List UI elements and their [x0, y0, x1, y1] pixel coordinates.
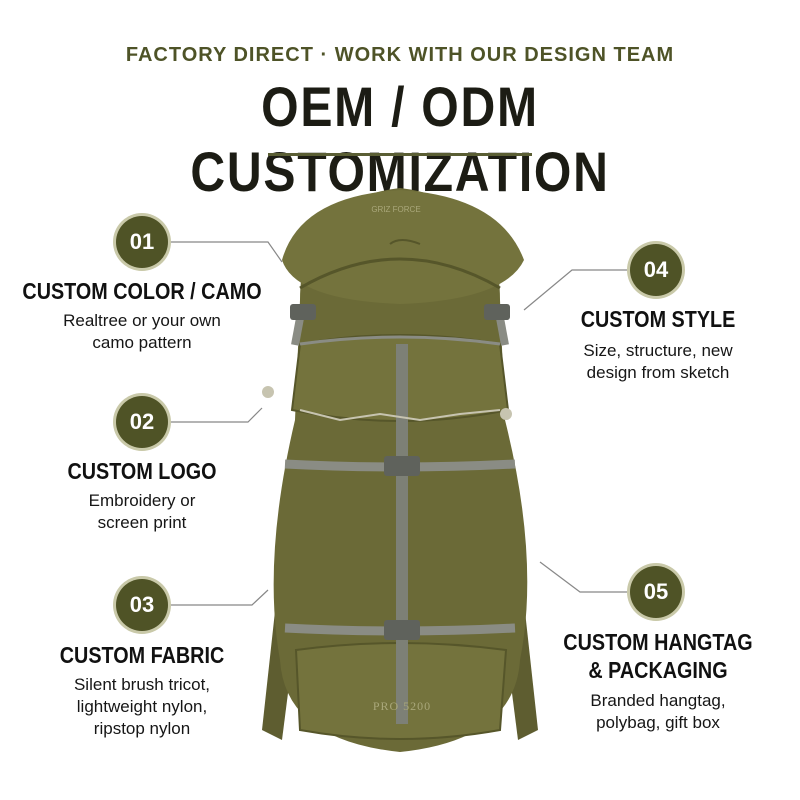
title-divider	[268, 153, 532, 156]
pack-lid	[282, 190, 524, 304]
feature-title-05: CUSTOM HANGTAG & PACKAGING	[563, 629, 753, 683]
feature-desc-05: Branded hangtag, polybag, gift box	[590, 691, 726, 732]
lid-seam	[299, 257, 501, 290]
callout-line-03	[168, 589, 269, 606]
header-eyebrow: FACTORY DIRECT · WORK WITH OUR DESIGN TE…	[125, 44, 675, 66]
upper-buckle	[384, 456, 420, 476]
feature-title-04: CUSTOM STYLE	[580, 306, 736, 332]
feature-desc-04: Size, structure, new design from sketch	[583, 341, 733, 382]
feature-title-02: CUSTOM LOGO	[67, 458, 217, 484]
callout-line-04	[523, 269, 632, 311]
lower-buckle	[384, 620, 420, 640]
feature-title-03: CUSTOM FABRIC	[59, 642, 225, 668]
feature-desc-03: Silent brush tricot, lightweight nylon, …	[73, 675, 211, 738]
badge-02: 02	[116, 396, 168, 448]
badge-01: 01	[116, 216, 168, 268]
badge-04: 04	[630, 244, 682, 296]
badge-03: 03	[116, 579, 168, 631]
feature-desc-02: Embroidery or screen print	[88, 491, 196, 532]
feature-title-01: CUSTOM COLOR / CAMO	[22, 278, 262, 304]
callout-line-01	[168, 241, 283, 263]
pocket-zipper	[299, 335, 501, 346]
brand-mark: GRIZ FORCE	[371, 205, 420, 214]
model-label: PRO 5200	[373, 699, 431, 713]
badge-05: 05	[630, 566, 682, 618]
center-webbing	[396, 344, 408, 724]
feature-desc-01: Realtree or your own camo pattern	[63, 311, 221, 352]
callout-line-02	[168, 407, 263, 423]
bungee-cord	[299, 409, 501, 422]
callout-line-05	[539, 561, 632, 593]
